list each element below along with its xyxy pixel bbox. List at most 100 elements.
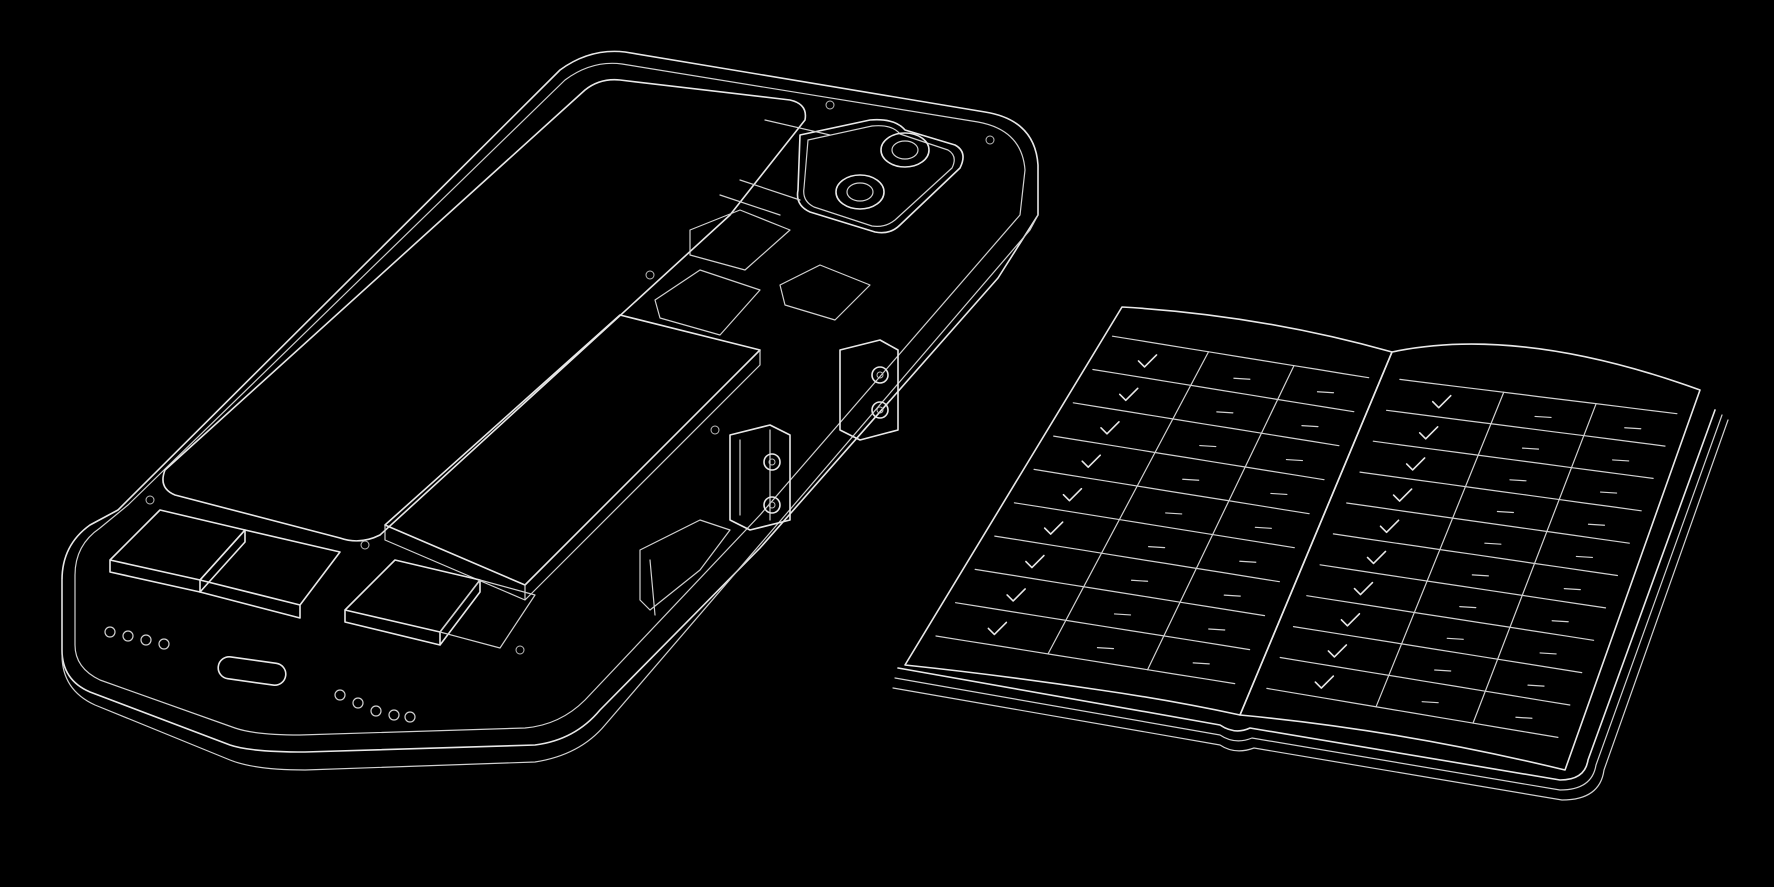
dash-mark xyxy=(1459,605,1477,609)
grid-row-line xyxy=(994,535,1280,583)
dash-mark xyxy=(1434,669,1452,672)
checkmark-icon xyxy=(1418,425,1439,440)
dash-mark xyxy=(1446,637,1464,640)
dash-mark xyxy=(1113,613,1132,616)
grid-row-line xyxy=(1092,368,1355,413)
dash-mark xyxy=(1587,523,1606,526)
logic-board xyxy=(384,314,761,586)
dash-mark xyxy=(1208,628,1226,631)
dash-mark xyxy=(1096,647,1115,650)
checkmark-icon xyxy=(1062,487,1083,502)
grid-column-line xyxy=(1472,403,1597,724)
booklet-page-stack xyxy=(892,414,1729,801)
component-block-4 xyxy=(439,579,536,649)
sim-tray xyxy=(639,519,731,616)
dash-mark xyxy=(1563,587,1581,591)
grid-row-line xyxy=(1359,471,1642,512)
dash-mark xyxy=(1148,546,1166,549)
dash-mark xyxy=(1130,579,1149,582)
chip-c xyxy=(779,264,871,321)
grid-row-line xyxy=(1386,409,1666,447)
dash-mark xyxy=(1509,479,1527,482)
dash-mark xyxy=(1223,594,1241,597)
booklet-right-page xyxy=(1239,343,1701,771)
grid-row-line xyxy=(955,602,1251,651)
dash-mark xyxy=(1316,391,1335,394)
checkmark-icon xyxy=(1366,550,1387,565)
checkmark-icon xyxy=(1353,581,1374,596)
dash-mark xyxy=(1599,491,1618,494)
dash-mark xyxy=(1192,662,1210,665)
booklet-cover-edge xyxy=(897,409,1716,781)
dash-mark xyxy=(1270,492,1288,496)
left-page-grid xyxy=(935,335,1370,685)
grid-row-line xyxy=(1033,468,1310,515)
camera-module-icon xyxy=(796,118,964,234)
dash-mark xyxy=(1421,701,1439,704)
dash-mark xyxy=(1199,444,1217,448)
checkmark-icon xyxy=(1137,354,1158,368)
grid-column-line xyxy=(1047,351,1210,655)
smartphone-teardown-icon xyxy=(61,50,1039,771)
dash-mark xyxy=(1496,510,1515,514)
grid-row-line xyxy=(1332,533,1618,577)
booklet-left-page xyxy=(904,306,1393,716)
grid-row-line xyxy=(1013,502,1295,549)
dash-mark xyxy=(1239,560,1257,563)
grid-row-line xyxy=(1346,502,1630,544)
dash-mark xyxy=(1165,512,1183,515)
dash-mark xyxy=(1534,415,1552,419)
grid-row-line xyxy=(935,635,1236,685)
component-block-3 xyxy=(344,559,481,646)
phone-inner-rim xyxy=(74,62,1026,736)
chip-a xyxy=(689,209,791,271)
checkmark-icon xyxy=(1405,457,1426,471)
checkmark-icon xyxy=(1006,588,1026,602)
checkmark-icon xyxy=(1340,612,1361,627)
component-block-2 xyxy=(199,529,341,619)
grid-row-line xyxy=(1072,402,1340,447)
grid-row-line xyxy=(974,568,1266,617)
checkmark-icon xyxy=(1025,554,1045,569)
checkmark-icon xyxy=(1392,488,1413,502)
dash-mark xyxy=(1575,555,1593,559)
connector-strip xyxy=(719,119,831,216)
dash-mark xyxy=(1484,542,1502,545)
grid-row-line xyxy=(1111,335,1370,379)
grid-row-line xyxy=(1279,656,1571,706)
checkmark-icon xyxy=(1100,420,1120,435)
dash-mark xyxy=(1216,411,1234,414)
dash-mark xyxy=(1539,652,1557,655)
checkmark-icon xyxy=(1118,387,1139,402)
checkmark-icon xyxy=(987,621,1008,636)
grid-row-line xyxy=(1319,564,1607,609)
charging-port xyxy=(217,655,287,687)
right-page-grid xyxy=(1266,378,1678,738)
grid-column-line xyxy=(1375,391,1505,708)
dash-mark xyxy=(1515,716,1533,719)
phone-bottom-edge xyxy=(61,214,1039,771)
grid-row-line xyxy=(1266,687,1559,738)
open-checklist-booklet-icon xyxy=(892,306,1729,801)
checkmark-icon xyxy=(1081,454,1102,469)
component-block-1 xyxy=(109,509,246,593)
battery-panel xyxy=(162,78,807,542)
dash-mark xyxy=(1521,447,1540,450)
grid-column-line xyxy=(1146,365,1295,671)
dash-mark xyxy=(1233,377,1251,380)
checkmark-icon xyxy=(1043,521,1064,535)
screw-holes xyxy=(145,100,995,655)
chip-b xyxy=(654,269,761,336)
dash-mark xyxy=(1285,458,1304,462)
grid-row-line xyxy=(1372,440,1654,479)
dash-mark xyxy=(1624,427,1642,430)
speaker-grille-right xyxy=(334,689,416,723)
grid-row-line xyxy=(1053,435,1325,481)
grid-row-line xyxy=(1306,595,1595,641)
dash-mark xyxy=(1527,684,1545,687)
grid-row-line xyxy=(1399,378,1678,415)
checkmark-icon xyxy=(1431,394,1452,409)
dash-mark xyxy=(1182,478,1200,481)
